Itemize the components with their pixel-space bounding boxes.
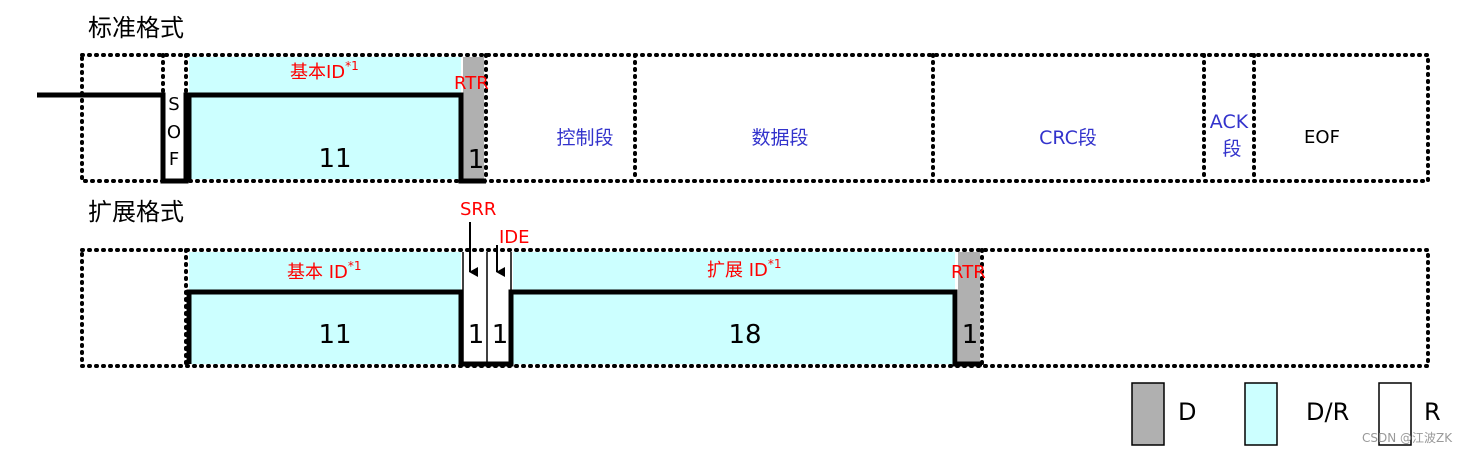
legend-dom-rec-label: D/R	[1306, 398, 1349, 426]
ack-field-label-line2: 段	[1222, 138, 1241, 160]
sof-letter-s: S	[168, 94, 179, 115]
standard-base-id-field	[189, 57, 461, 179]
extended-bus-waveform	[186, 289, 982, 367]
control-field-label: 控制段	[556, 127, 613, 149]
srr-bits: 1	[468, 320, 485, 350]
extended-rtr-bits: 1	[962, 320, 979, 350]
crc-field-label: CRC段	[1039, 127, 1097, 149]
standard-rtr-bits: 1	[468, 145, 485, 175]
legend-dom-rec-swatch	[1244, 382, 1278, 446]
extended-format-title: 扩展格式	[88, 198, 184, 226]
extended-base-id-bits: 11	[318, 320, 351, 350]
legend-dominant-swatch	[1131, 382, 1165, 446]
ide-label: IDE	[499, 227, 530, 248]
extended-ext-id-field	[513, 252, 955, 364]
data-field-label: 数据段	[751, 127, 808, 149]
legend-recessive-swatch	[1378, 382, 1412, 446]
legend-dominant-label: D	[1178, 398, 1196, 426]
extended-rtr-field	[958, 252, 980, 364]
extended-ext-id-label: 扩展 ID*1	[707, 257, 782, 281]
srr-label: SRR	[460, 199, 496, 220]
sof-letter-o: O	[167, 122, 181, 143]
extended-base-id-field	[189, 252, 461, 364]
ack-field-label-line1: ACK	[1210, 111, 1249, 133]
extended-ext-id-bits: 18	[728, 320, 761, 350]
extended-rtr-label: RTR	[951, 262, 986, 283]
standard-rtr-field	[463, 57, 484, 179]
standard-format-title: 标准格式	[88, 14, 184, 42]
legend-recessive-label: R	[1424, 398, 1441, 426]
extended-base-id-label: 基本 ID*1	[287, 259, 362, 283]
ide-bits: 1	[492, 320, 509, 350]
standard-rtr-label: RTR	[454, 73, 489, 94]
standard-base-id-label: 基本ID*1	[290, 59, 359, 83]
sof-letter-f: F	[169, 149, 179, 170]
eof-field-label: EOF	[1304, 127, 1340, 148]
watermark: CSDN @江波ZK	[1362, 431, 1453, 445]
standard-base-id-bits: 11	[318, 144, 351, 174]
standard-bus-waveform	[37, 92, 486, 184]
